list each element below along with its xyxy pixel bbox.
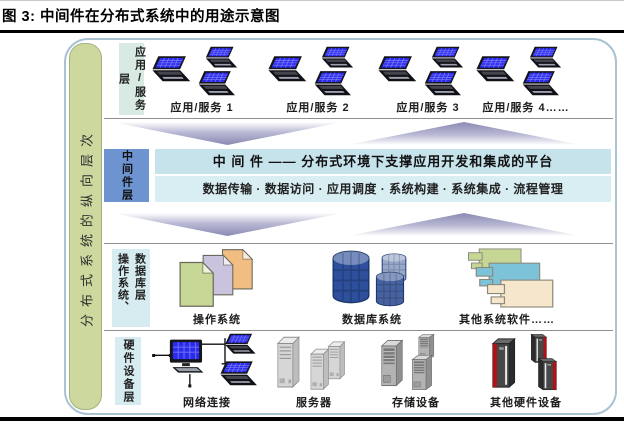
app-service-group-3: 应用/服务 3	[376, 46, 480, 115]
database-cylinder-icon	[332, 250, 370, 304]
down-arrow-icon	[112, 122, 343, 145]
middleware-band: 中 间 件 —— 分布式环境下支撑应用开发和集成的平台 数据传输 · 数据访问 …	[155, 149, 611, 202]
middleware-layer-label: 中间件层	[104, 149, 149, 202]
up-arrow-icon	[347, 122, 581, 145]
os-db-layer: 操作系统、 数据库层 操作系统	[104, 244, 613, 331]
server-icon	[327, 341, 346, 380]
group-label: 网络连接	[183, 397, 231, 409]
hardware-tower-cluster-icon	[492, 334, 557, 391]
app-service-group-1: 应用/服务 1	[150, 46, 254, 115]
storage-icon	[411, 354, 433, 391]
software-block-icon	[486, 279, 554, 308]
hardware-layer: 硬件设备层 网络连接	[104, 331, 613, 413]
laptop-icon	[151, 55, 191, 82]
laptop-icon	[529, 46, 562, 68]
laptop-cluster-icon	[267, 46, 354, 96]
server-cluster-icon	[277, 336, 346, 390]
server-icon	[310, 348, 330, 390]
laptop-icon	[522, 70, 560, 96]
os-group: 操作系统	[157, 248, 277, 327]
laptop-icon	[314, 70, 352, 96]
other-hardware-group: 其他硬件设备	[474, 333, 578, 410]
group-label: 应用/服务 1	[170, 102, 234, 114]
group-label: 应用/服务 4……	[482, 102, 570, 114]
bottom-rule	[0, 417, 624, 421]
network-node-dot	[188, 384, 192, 388]
laptop-cluster-icon	[377, 46, 464, 96]
middleware-headline: 中 间 件 —— 分布式环境下支撑应用开发和集成的平台	[155, 149, 611, 174]
flow-gap-1	[104, 119, 613, 148]
laptop-icon	[198, 70, 236, 96]
server-group: 服务器	[264, 333, 364, 410]
storage-icon	[381, 339, 403, 387]
laptop-icon	[224, 333, 257, 355]
group-label: 应用/服务 2	[286, 102, 350, 114]
os-db-layer-label: 操作系统、 数据库层	[112, 249, 150, 327]
group-label: 其他系统软件……	[459, 314, 555, 326]
storage-group: 存储设备	[366, 333, 466, 410]
documents-cluster-icon	[179, 249, 253, 307]
group-label: 其他硬件设备	[490, 397, 562, 409]
laptop-icon	[431, 46, 464, 68]
hardware-tower-icon	[538, 358, 557, 391]
other-software-group: 其他系统软件……	[447, 248, 567, 327]
laptop-cluster-icon	[475, 46, 562, 96]
laptop-icon	[220, 360, 258, 386]
group-label: 存储设备	[392, 397, 440, 409]
top-edge-line	[0, 0, 624, 1]
app-service-group-4: 应用/服务 4……	[474, 46, 578, 115]
laptop-icon	[424, 70, 462, 96]
group-label: 操作系统	[193, 314, 241, 326]
laptop-icon	[377, 55, 417, 82]
app-layer-label: 应用/服务层	[118, 43, 146, 115]
hardware-layer-label: 硬件设备层	[115, 337, 141, 405]
laptop-icon	[267, 55, 307, 82]
os-db-label-left: 操作系统、	[116, 253, 129, 313]
os-db-label-right: 数据库层	[133, 253, 146, 301]
group-label: 服务器	[296, 397, 332, 409]
server-icon	[277, 336, 300, 388]
network-diagram-icon	[152, 333, 258, 388]
vertical-axis-label: 分布式系统的纵向层次	[79, 126, 94, 327]
flow-gap-2	[104, 203, 613, 244]
software-blocks-icon	[468, 248, 554, 308]
middleware-functions: 数据传输 · 数据访问 · 应用调度 · 系统构建 · 系统集成 · 流程管理	[155, 176, 611, 202]
down-arrow-icon	[112, 213, 343, 236]
monitor-icon	[169, 339, 204, 374]
hardware-tower-icon	[492, 338, 516, 388]
laptop-cluster-icon	[151, 46, 238, 96]
database-cylinder-icon	[375, 271, 405, 307]
app-service-layer: 应用/服务层 应用/服务 1 应用/服务 2	[104, 40, 613, 119]
diagram-content: 应用/服务层 应用/服务 1 应用/服务 2	[104, 40, 613, 413]
vertical-axis-strip: 分布式系统的纵向层次	[69, 43, 102, 410]
diagram-container: 分布式系统的纵向层次 应用/服务层 应用/服务 1	[64, 38, 617, 415]
app-service-group-2: 应用/服务 2	[266, 46, 370, 115]
figure-title: 图 3: 中间件在分布式系统中的用途示意图	[2, 9, 280, 25]
laptop-icon	[205, 46, 238, 68]
middleware-layer: 中间件层 中 间 件 —— 分布式环境下支撑应用开发和集成的平台 数据传输 · …	[104, 148, 613, 203]
database-cluster-icon	[332, 250, 407, 307]
network-group: 网络连接	[152, 333, 262, 410]
up-arrow-icon	[347, 213, 581, 236]
document-icon	[179, 261, 214, 307]
network-node-dot	[152, 354, 156, 357]
database-group: 数据库系统	[312, 248, 432, 327]
storage-cluster-icon	[381, 333, 435, 391]
group-label: 数据库系统	[342, 314, 402, 326]
title-rule	[0, 30, 624, 33]
network-link-line	[153, 338, 226, 387]
laptop-icon	[321, 46, 354, 68]
laptop-icon	[475, 55, 515, 82]
group-label: 应用/服务 3	[396, 102, 460, 114]
